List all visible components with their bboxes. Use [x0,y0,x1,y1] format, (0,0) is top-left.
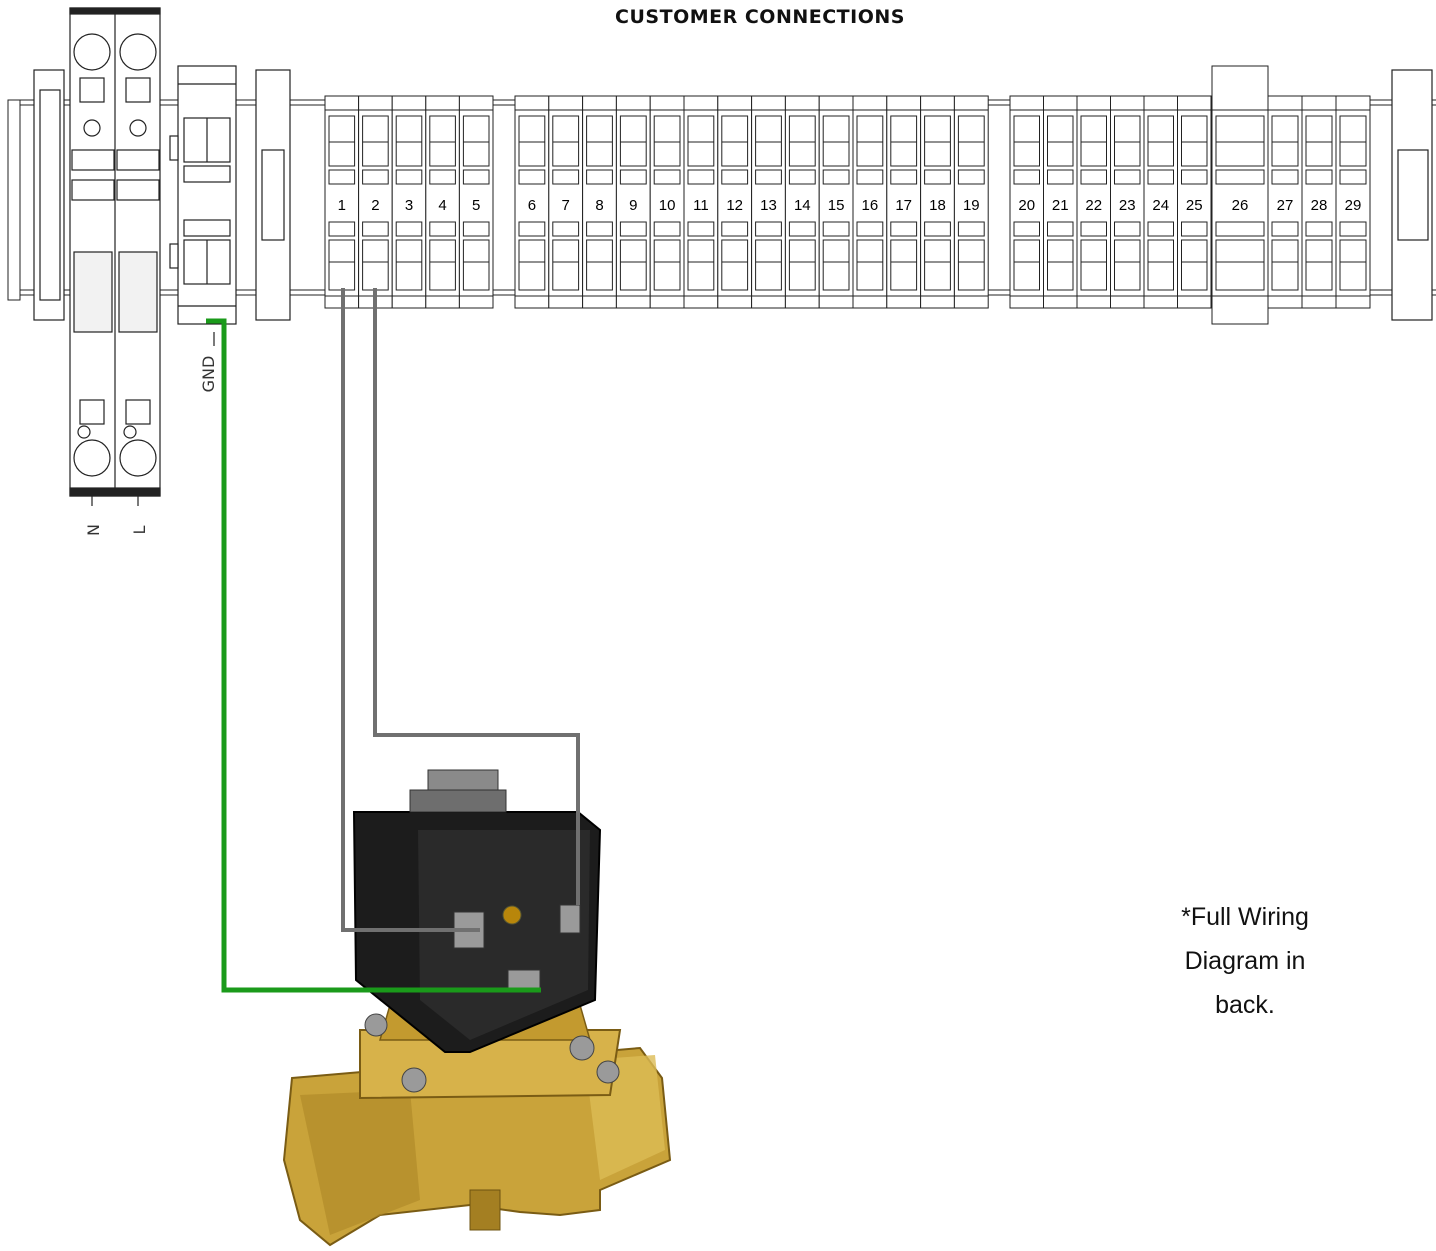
terminal-label: 20 [1018,197,1035,214]
terminal-3: 3 [391,95,427,309]
terminal-23: 23 [1110,95,1145,309]
terminal-12: 12 [717,95,753,309]
terminal-29: 29 [1335,95,1371,309]
terminal-label: 9 [629,197,637,214]
terminal-label: 28 [1311,197,1328,214]
terminal-label: 11 [693,197,709,214]
wiring-note-line-1: *Full Wiring [1181,903,1309,931]
terminal-label: 2 [371,197,379,214]
label-line: L [130,525,149,534]
terminal-label: 29 [1345,197,1362,214]
terminal-24: 24 [1143,95,1178,309]
terminal-16: 16 [852,95,888,309]
terminal-label: 4 [438,197,446,214]
terminal-7: 7 [548,95,584,309]
terminal-label: 16 [862,197,879,214]
terminal-8: 8 [582,95,617,309]
ground-wire [206,318,541,993]
wire-terminal-1 [341,288,480,932]
terminal-label: 13 [760,197,777,214]
wiring-note-line-3: back. [1215,991,1275,1019]
terminal-label: 19 [963,197,980,214]
terminal-label: 25 [1186,197,1203,214]
terminal-11: 11 [683,95,719,309]
terminal-28: 28 [1301,95,1337,309]
end-bracket-left [255,69,291,321]
terminal-14: 14 [784,95,820,309]
terminal-label: 1 [338,197,346,214]
terminal-label: 14 [794,197,811,214]
terminal-9: 9 [615,95,651,309]
terminal-2: 2 [358,95,393,309]
terminal-20: 20 [1009,95,1044,309]
terminal-label: 5 [472,197,480,214]
label-neutral: N [84,524,103,536]
wiring-note-line-2: Diagram in [1184,947,1306,975]
ground-terminal-block [169,65,237,346]
terminal-label: 8 [595,197,603,214]
terminal-label: 27 [1277,197,1294,214]
terminal-label: 23 [1119,197,1136,214]
power-terminal-block [33,7,161,506]
terminal-19: 19 [953,95,989,309]
terminal-15: 15 [818,95,854,309]
terminal-5: 5 [458,95,494,309]
terminal-label: 17 [895,197,912,214]
terminal-6: 6 [514,95,550,309]
terminal-1: 1 [324,95,360,309]
diagram-title: CUSTOMER CONNECTIONS [615,6,905,28]
terminal-label: 10 [659,197,676,214]
terminal-label: 6 [528,197,536,214]
terminal-label: 3 [405,197,413,214]
end-bracket-right [1391,69,1433,321]
terminal-label: 24 [1152,197,1169,214]
terminal-21: 21 [1043,95,1078,309]
wiring-note: *Full Wiring Diagram in back. [1150,895,1340,1027]
label-ground: GND [199,356,218,393]
terminal-label: 26 [1232,197,1249,214]
terminal-label: 22 [1085,197,1102,214]
wire-terminal-2 [373,288,580,905]
terminal-label: 18 [929,197,946,214]
terminal-27: 27 [1267,95,1303,309]
terminal-label: 15 [828,197,845,214]
terminal-label: 7 [562,197,570,214]
terminal-22: 22 [1076,95,1111,309]
terminal-17: 17 [886,95,922,309]
terminal-label: 12 [726,197,743,214]
terminal-label: 21 [1052,197,1069,214]
terminal-4: 4 [425,95,460,309]
terminal-13: 13 [751,95,786,309]
terminal-10: 10 [649,95,685,309]
terminal-26: 26 [1211,65,1269,325]
terminal-18: 18 [920,95,955,309]
terminal-25: 25 [1177,95,1212,309]
